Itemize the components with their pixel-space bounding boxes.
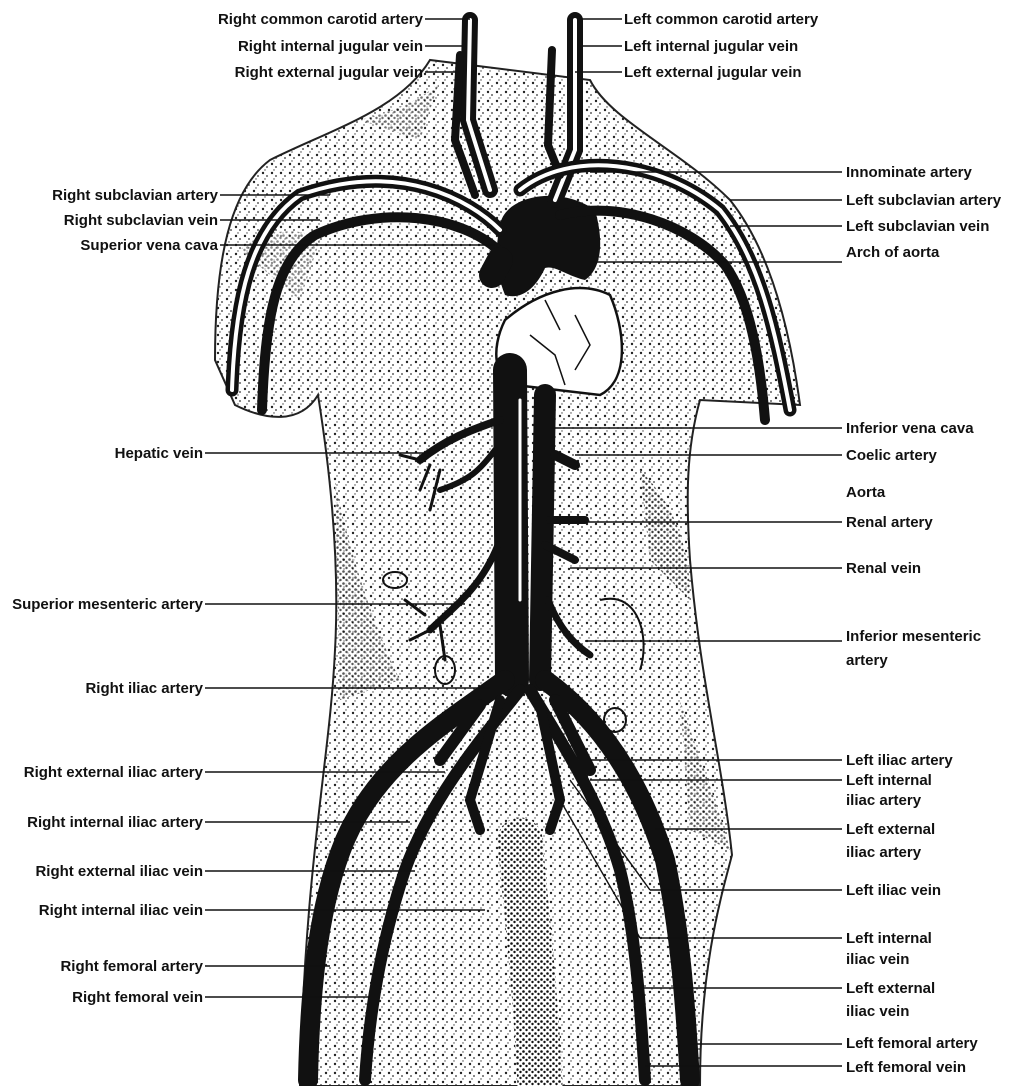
label-right-femoral-artery: Right femoral artery: [60, 958, 203, 975]
label-right-femoral-vein: Right femoral vein: [72, 989, 203, 1006]
label-left-internal-jugular-vein: Left internal jugular vein: [624, 38, 798, 55]
label-coelic-artery: Coelic artery: [846, 447, 938, 464]
label-left-internal-iliac-artery-line2: iliac artery: [846, 792, 922, 809]
label-renal-artery: Renal artery: [846, 514, 933, 531]
label-right-iliac-artery: Right iliac artery: [85, 680, 203, 697]
label-left-external-iliac-artery-line1: Left external: [846, 821, 935, 838]
label-left-internal-iliac-artery-line1: Left internal: [846, 772, 932, 789]
label-left-external-iliac-vein-line1: Left external: [846, 980, 935, 997]
label-left-common-carotid-artery: Left common carotid artery: [624, 11, 819, 28]
label-left-femoral-vein: Left femoral vein: [846, 1059, 966, 1076]
label-superior-mesenteric-artery: Superior mesenteric artery: [12, 596, 204, 613]
label-right-subclavian-artery: Right subclavian artery: [52, 187, 219, 204]
label-left-internal-iliac-vein-line1: Left internal: [846, 930, 932, 947]
label-left-subclavian-vein: Left subclavian vein: [846, 218, 989, 235]
label-renal-vein: Renal vein: [846, 560, 921, 577]
label-right-external-iliac-vein: Right external iliac vein: [35, 863, 203, 880]
label-right-common-carotid-artery: Right common carotid artery: [218, 11, 424, 28]
label-left-external-iliac-vein-line2: iliac vein: [846, 1003, 909, 1020]
label-left-external-jugular-vein: Left external jugular vein: [624, 64, 802, 81]
label-left-iliac-artery: Left iliac artery: [846, 752, 953, 769]
label-right-internal-jugular-vein: Right internal jugular vein: [238, 38, 423, 55]
label-left-external-iliac-artery-line2: iliac artery: [846, 844, 922, 861]
label-hepatic-vein: Hepatic vein: [115, 445, 203, 462]
label-left-iliac-vein: Left iliac vein: [846, 882, 941, 899]
label-right-internal-iliac-vein: Right internal iliac vein: [39, 902, 203, 919]
label-right-external-iliac-artery: Right external iliac artery: [24, 764, 204, 781]
label-right-internal-iliac-artery: Right internal iliac artery: [27, 814, 204, 831]
label-aorta: Aorta: [846, 484, 886, 501]
label-right-external-jugular-vein: Right external jugular vein: [235, 64, 423, 81]
label-left-subclavian-artery: Left subclavian artery: [846, 192, 1002, 209]
label-arch-of-aorta: Arch of aorta: [846, 244, 940, 261]
label-right-subclavian-vein: Right subclavian vein: [64, 212, 218, 229]
label-inferior-mesenteric-line1: Inferior mesenteric: [846, 628, 981, 645]
label-inferior-mesenteric-line2: artery: [846, 652, 888, 669]
label-innominate-artery: Innominate artery: [846, 164, 973, 181]
label-left-femoral-artery: Left femoral artery: [846, 1035, 978, 1052]
label-superior-vena-cava: Superior vena cava: [80, 237, 218, 254]
label-left-internal-iliac-vein-line2: iliac vein: [846, 951, 909, 968]
label-inferior-vena-cava: Inferior vena cava: [846, 420, 974, 437]
